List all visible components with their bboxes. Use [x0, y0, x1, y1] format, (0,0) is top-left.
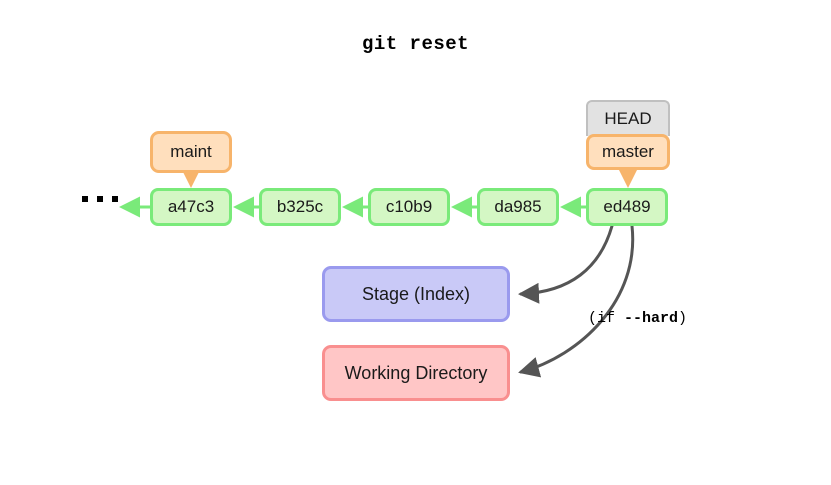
branch-label-maint[interactable]: maint: [150, 131, 232, 173]
stage-index-box[interactable]: Stage (Index): [322, 266, 510, 322]
commit-node-ed489[interactable]: ed489: [586, 188, 668, 226]
commit-history-ellipsis: [82, 196, 118, 202]
ellipsis-dot: [82, 196, 88, 202]
working-directory-box[interactable]: Working Directory: [322, 345, 510, 401]
hard-prefix: (if: [588, 310, 625, 327]
branch-label-master[interactable]: master: [586, 134, 670, 170]
ellipsis-dot: [97, 196, 103, 202]
hard-flag: --hard: [624, 310, 679, 327]
page-title: git reset: [361, 33, 470, 55]
hard-flag-annotation: (if --hard): [588, 310, 687, 327]
ref-pointer-arrows: [180, 167, 639, 188]
commit-node-da985[interactable]: da985: [477, 188, 559, 226]
commit-node-c10b9[interactable]: c10b9: [368, 188, 450, 226]
commit-node-a47c3[interactable]: a47c3: [150, 188, 232, 226]
head-pointer-label[interactable]: HEAD: [586, 100, 670, 136]
hard-suffix: ): [678, 310, 688, 327]
ellipsis-dot: [112, 196, 118, 202]
reset-arrows: [518, 224, 635, 378]
commit-node-b325c[interactable]: b325c: [259, 188, 341, 226]
